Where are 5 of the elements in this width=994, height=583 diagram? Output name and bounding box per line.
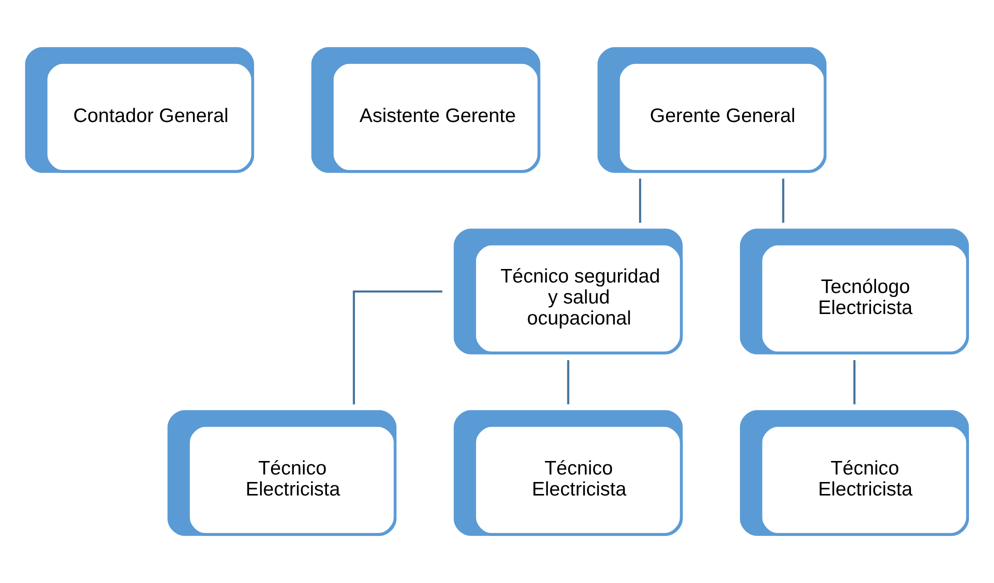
connector [853, 360, 856, 404]
connector [352, 290, 442, 404]
connector [639, 178, 642, 223]
connector [782, 178, 784, 223]
connector [567, 360, 570, 404]
